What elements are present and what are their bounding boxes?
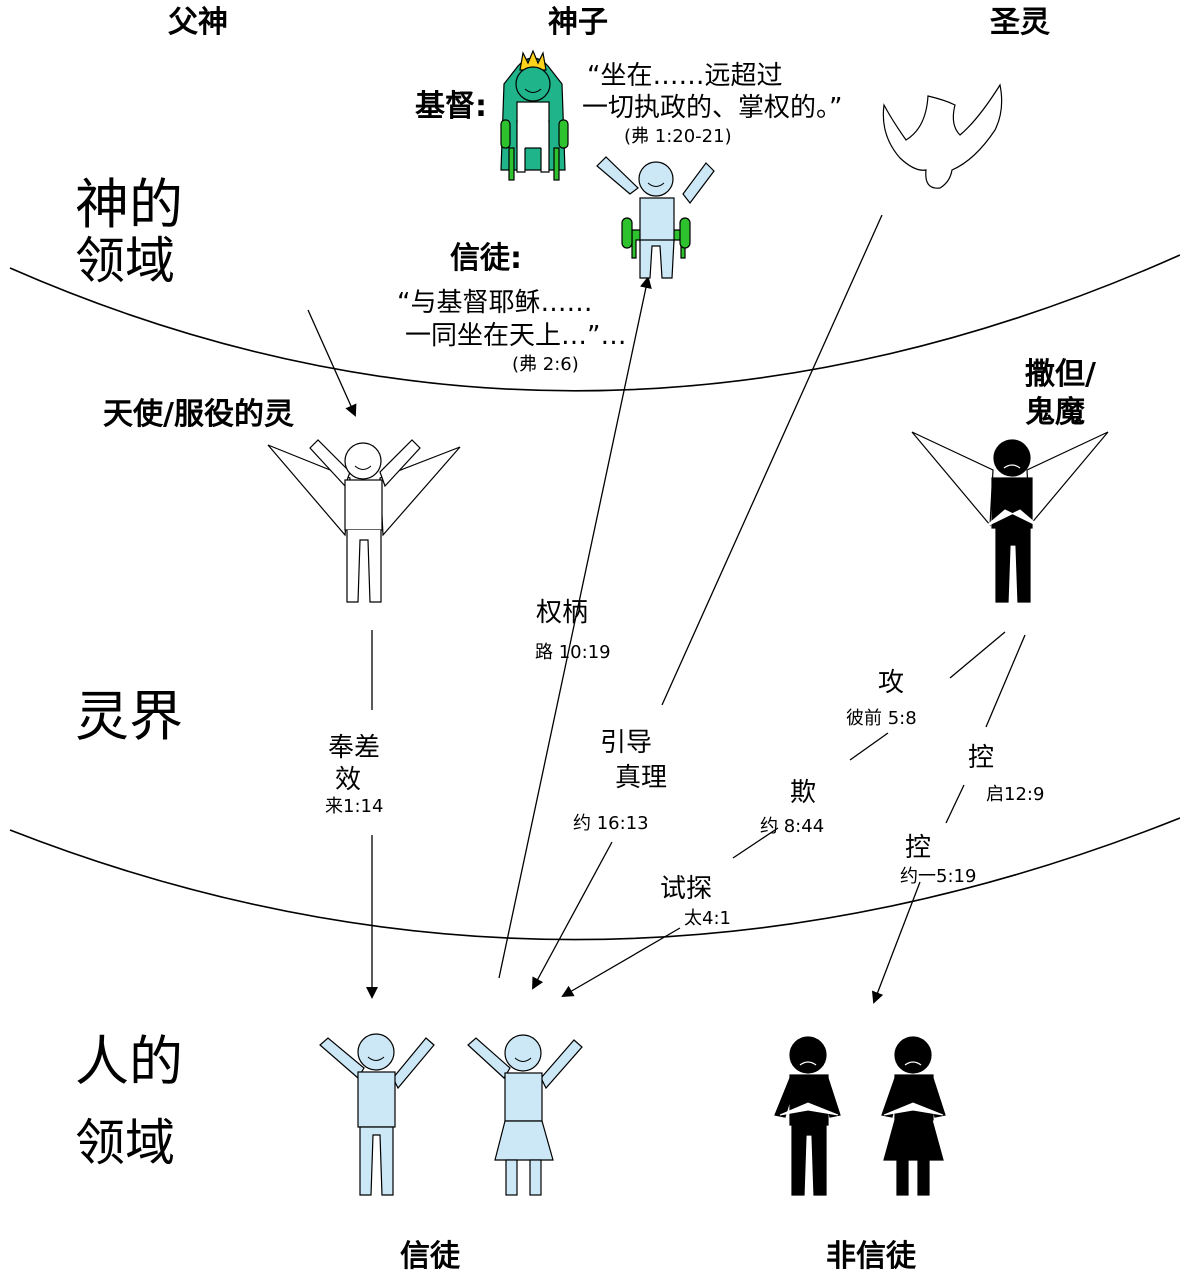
tempt-label: 试探 bbox=[660, 874, 713, 904]
christ-quote-line1: “坐在……远超过 bbox=[587, 61, 783, 91]
unbeliever-man-icon bbox=[774, 1036, 841, 1196]
tempt-arrow bbox=[561, 927, 681, 998]
guide-label-line2: 真理 bbox=[615, 763, 668, 793]
attack-line-1 bbox=[949, 631, 1006, 679]
accuse-line-2 bbox=[945, 784, 965, 824]
angel-figure-icon bbox=[267, 439, 461, 603]
christ-label: 基督: bbox=[415, 89, 487, 124]
unbeliever-woman-icon bbox=[881, 1036, 946, 1196]
guide-arrow bbox=[532, 841, 613, 990]
authority-label: 权柄 bbox=[536, 598, 589, 628]
believer-man-icon bbox=[319, 1033, 435, 1196]
realm-human-line1: 人的 bbox=[75, 1030, 183, 1093]
deceive-label: 欺 bbox=[790, 778, 817, 808]
dove-icon bbox=[882, 83, 1003, 189]
christ-quote-line2: 一切执政的、掌权的。” bbox=[582, 93, 843, 123]
attack-line-2 bbox=[849, 732, 889, 761]
demon-figure-icon bbox=[911, 431, 1109, 603]
deceive-line bbox=[732, 827, 779, 859]
guide-label-line1: 引导 bbox=[600, 728, 653, 758]
angels-label: 天使/服役的灵 bbox=[103, 397, 294, 432]
accuse-ref: 启12:9 bbox=[986, 784, 1045, 805]
guide-ref: 约 16:13 bbox=[573, 813, 649, 834]
accuse-label: 控 bbox=[968, 743, 995, 773]
realm-god-line1: 神的 bbox=[75, 173, 183, 236]
spirit-guide-line bbox=[661, 214, 883, 706]
control-ref: 约一5:19 bbox=[900, 866, 977, 887]
believer-heaven-ref: (弗 2:6) bbox=[512, 354, 579, 375]
header-father: 父神 bbox=[168, 5, 228, 40]
minister-ref: 来1:14 bbox=[325, 796, 384, 817]
deceive-ref: 约 8:44 bbox=[760, 816, 825, 837]
seated-believer-figure-icon bbox=[596, 156, 715, 279]
attack-ref: 彼前 5:8 bbox=[846, 708, 917, 729]
tempt-ref: 太4:1 bbox=[684, 908, 731, 929]
accuse-line-1 bbox=[985, 634, 1026, 728]
authority-arrow bbox=[498, 276, 652, 979]
realm-god-line2: 领域 bbox=[75, 232, 175, 290]
christ-figure-icon bbox=[500, 49, 569, 181]
satan-label-line2: 鬼魔 bbox=[1025, 395, 1085, 430]
unbelievers-label: 非信徒 bbox=[826, 1239, 916, 1274]
realm-spirit: 灵界 bbox=[75, 685, 183, 748]
control-label: 控 bbox=[905, 833, 932, 863]
christ-ref: (弗 1:20-21) bbox=[624, 126, 732, 147]
control-arrow bbox=[871, 881, 921, 1004]
authority-ref: 路 10:19 bbox=[535, 642, 611, 663]
header-son: 神子 bbox=[548, 5, 608, 40]
heaven-boundary-arc bbox=[9, 254, 1180, 392]
minister-label-line1: 奉差 bbox=[328, 733, 381, 763]
believer-woman-icon bbox=[467, 1034, 583, 1196]
believers-label: 信徒 bbox=[400, 1239, 460, 1274]
header-spirit: 圣灵 bbox=[990, 5, 1050, 40]
angel-to-heaven-arrow bbox=[307, 309, 357, 417]
believer-quote-line1: “与基督耶稣…… bbox=[397, 288, 593, 318]
believer-quote-line2: 一同坐在天上…”… bbox=[405, 321, 627, 351]
earth-boundary-arc bbox=[9, 817, 1180, 941]
minister-label-line2: 效 bbox=[335, 765, 362, 795]
satan-label-line1: 撒但/ bbox=[1025, 357, 1096, 392]
attack-label: 攻 bbox=[878, 668, 905, 698]
believer-heaven-label: 信徒: bbox=[450, 241, 522, 276]
realm-human-line2: 领域 bbox=[75, 1114, 175, 1172]
